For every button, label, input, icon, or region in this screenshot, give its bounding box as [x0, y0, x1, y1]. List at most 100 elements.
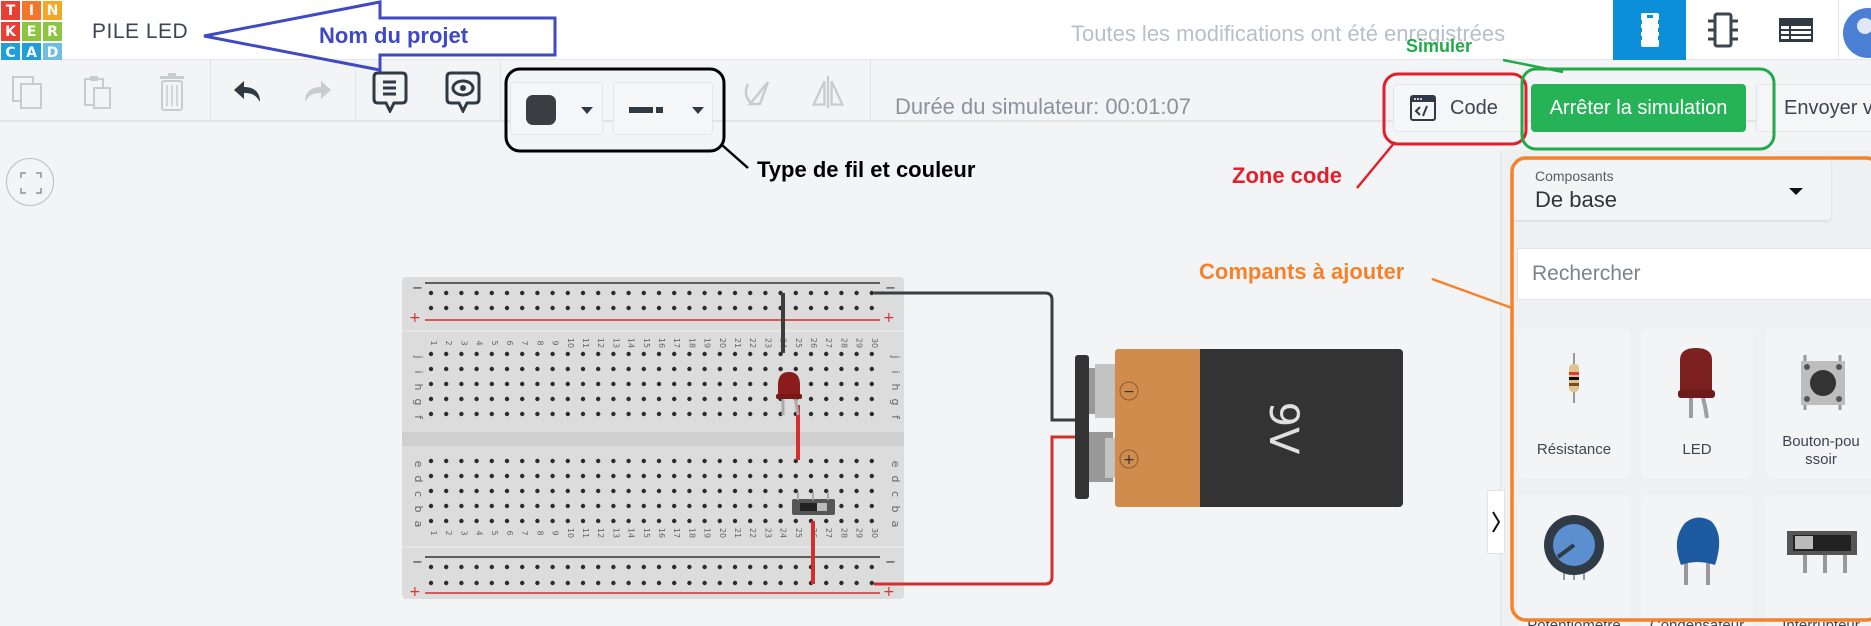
toggle-notes-button[interactable] [445, 71, 481, 113]
breadboard-hole[interactable] [459, 458, 464, 464]
breadboard-hole[interactable] [474, 488, 479, 494]
breadboard-hole[interactable] [626, 366, 631, 372]
breadboard-hole[interactable] [869, 411, 874, 417]
breadboard-hole[interactable] [428, 473, 434, 479]
breadboard-hole[interactable] [808, 351, 814, 357]
breadboard-hole[interactable] [763, 473, 768, 479]
breadboard-hole[interactable] [596, 473, 601, 479]
breadboard-hole[interactable] [778, 503, 783, 509]
breadboard-hole[interactable] [444, 580, 449, 586]
breadboard-hole[interactable] [824, 580, 829, 586]
breadboard-hole[interactable] [687, 305, 692, 311]
breadboard-hole[interactable] [580, 488, 586, 494]
breadboard-hole[interactable] [611, 305, 616, 311]
breadboard-hole[interactable] [504, 488, 510, 494]
breadboard-hole[interactable] [444, 351, 449, 357]
breadboard-hole[interactable] [854, 305, 859, 311]
breadboard-hole[interactable] [687, 580, 692, 586]
breadboard-hole[interactable] [489, 305, 494, 311]
breadboard-hole[interactable] [444, 411, 449, 417]
breadboard-hole[interactable] [778, 488, 783, 494]
breadboard-hole[interactable] [641, 305, 646, 311]
breadboard-hole[interactable] [717, 396, 722, 402]
breadboard-hole[interactable] [535, 411, 540, 417]
component-card-pushbutton[interactable]: Bouton-poussoir [1765, 328, 1871, 478]
breadboard-hole[interactable] [489, 564, 494, 570]
breadboard-hole[interactable] [793, 366, 798, 372]
breadboard-hole[interactable] [687, 458, 692, 464]
breadboard-hole[interactable] [869, 503, 874, 509]
breadboard-hole[interactable] [535, 564, 540, 570]
breadboard-hole[interactable] [641, 473, 646, 479]
breadboard-hole[interactable] [489, 503, 494, 509]
slide-switch-component[interactable] [792, 492, 835, 515]
breadboard-hole[interactable] [580, 411, 586, 417]
breadboard-hole[interactable] [869, 458, 874, 464]
breadboard-hole[interactable] [672, 381, 677, 387]
breadboard-hole[interactable] [824, 473, 829, 479]
breadboard-hole[interactable] [763, 351, 768, 357]
breadboard-hole[interactable] [702, 518, 707, 524]
breadboard-hole[interactable] [580, 458, 586, 464]
breadboard-hole[interactable] [520, 473, 525, 479]
breadboard-hole[interactable] [687, 411, 692, 417]
breadboard-hole[interactable] [565, 396, 570, 402]
battery-9v-component[interactable]: − + 9V [1075, 349, 1403, 507]
rotate-button[interactable] [738, 74, 774, 110]
breadboard-hole[interactable] [672, 488, 677, 494]
wire-black-battery[interactable] [874, 291, 1075, 422]
breadboard-hole[interactable] [504, 458, 510, 464]
breadboard-hole[interactable] [748, 458, 753, 464]
breadboard-hole[interactable] [763, 458, 768, 464]
breadboard-hole[interactable] [839, 366, 844, 372]
breadboard-hole[interactable] [626, 381, 631, 387]
flip-button[interactable] [810, 74, 846, 110]
breadboard-hole[interactable] [869, 305, 874, 311]
breadboard-hole[interactable] [535, 381, 540, 387]
breadboard-hole[interactable] [504, 564, 510, 570]
breadboard-hole[interactable] [550, 305, 555, 311]
breadboard-hole[interactable] [869, 351, 874, 357]
breadboard-hole[interactable] [839, 503, 844, 509]
circuit-view-button[interactable] [1613, 0, 1686, 60]
breadboard-hole[interactable] [580, 381, 586, 387]
breadboard-hole[interactable] [489, 458, 494, 464]
breadboard-hole[interactable] [626, 503, 631, 509]
breadboard-hole[interactable] [672, 503, 677, 509]
breadboard-hole[interactable] [763, 411, 768, 417]
breadboard-hole[interactable] [748, 564, 753, 570]
breadboard-hole[interactable] [596, 564, 601, 570]
breadboard-hole[interactable] [702, 411, 707, 417]
breadboard-hole[interactable] [626, 473, 631, 479]
breadboard-hole[interactable] [504, 305, 510, 311]
breadboard-hole[interactable] [702, 488, 707, 494]
breadboard-hole[interactable] [839, 290, 844, 296]
breadboard-hole[interactable] [565, 488, 570, 494]
component-card-resistor[interactable]: Résistance [1518, 328, 1630, 478]
breadboard-hole[interactable] [459, 290, 464, 296]
breadboard-hole[interactable] [641, 396, 646, 402]
breadboard-hole[interactable] [672, 351, 677, 357]
breadboard-hole[interactable] [748, 351, 753, 357]
breadboard-hole[interactable] [763, 381, 768, 387]
breadboard-hole[interactable] [687, 351, 692, 357]
breadboard-hole[interactable] [641, 503, 646, 509]
breadboard-hole[interactable] [702, 351, 707, 357]
breadboard-hole[interactable] [778, 580, 783, 586]
breadboard-hole[interactable] [793, 473, 798, 479]
breadboard-hole[interactable] [656, 503, 662, 509]
breadboard-hole[interactable] [824, 411, 829, 417]
breadboard-hole[interactable] [732, 580, 738, 586]
breadboard-hole[interactable] [808, 396, 814, 402]
breadboard-hole[interactable] [489, 580, 494, 586]
breadboard-hole[interactable] [504, 290, 510, 296]
breadboard-hole[interactable] [732, 351, 738, 357]
breadboard-hole[interactable] [474, 411, 479, 417]
breadboard-hole[interactable] [459, 564, 464, 570]
undo-button[interactable] [230, 74, 266, 110]
breadboard-hole[interactable] [520, 351, 525, 357]
breadboard-hole[interactable] [444, 518, 449, 524]
breadboard-hole[interactable] [854, 580, 859, 586]
breadboard-hole[interactable] [474, 351, 479, 357]
breadboard-hole[interactable] [474, 366, 479, 372]
